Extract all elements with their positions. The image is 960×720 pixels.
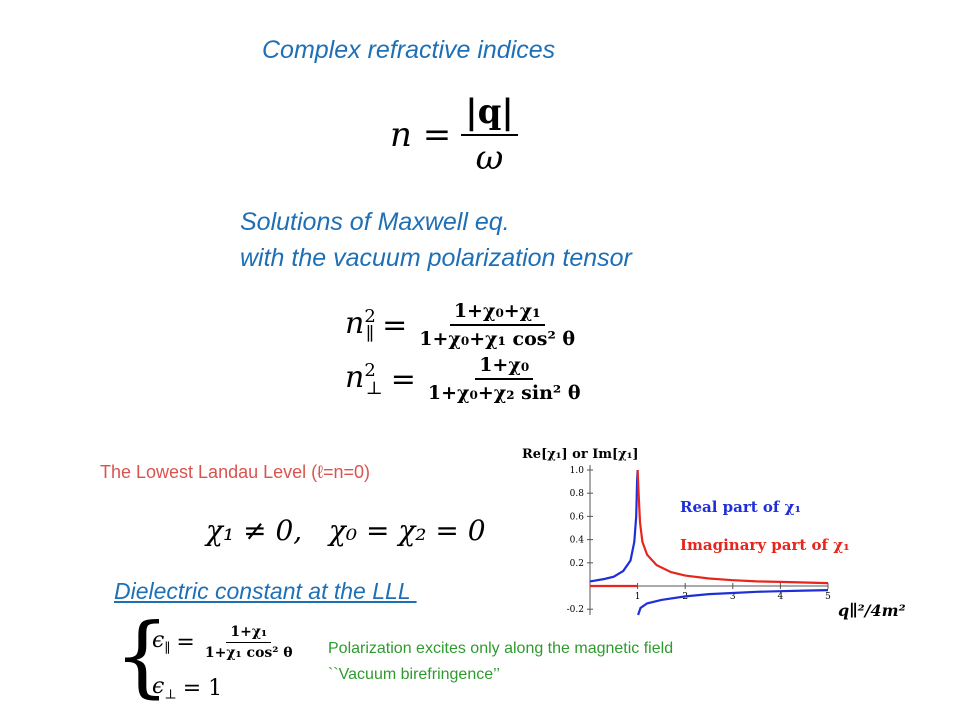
n-parallel-denominator: 1+χ₀+χ₁ cos² θ (419, 328, 576, 350)
y-tick-label: 0.6 (570, 512, 585, 522)
epsilon-parallel-eq-sign: = (176, 630, 195, 655)
x-tick-label: 1 (635, 592, 641, 602)
series-line-real (637, 589, 829, 616)
epsilon-parallel-numerator: 1+χ₁ (226, 624, 272, 643)
polarization-note-line-2: ``Vacuum birefringence’’ (328, 666, 500, 683)
n-parallel-lhs: n2∥ (345, 305, 376, 345)
left-brace: { (114, 604, 170, 707)
polarization-note-line-1: Polarization excites only along the magn… (328, 640, 674, 657)
epsilon-parallel-denominator: 1+χ₁ cos² θ (204, 645, 293, 661)
n-perp-lhs: n2⊥ (345, 359, 383, 399)
series-line-imaginary (636, 469, 829, 585)
eq-n-lhs: n = (390, 115, 452, 155)
y-tick-label: 0.4 (570, 536, 585, 546)
epsilon-parallel-lhs: ϵ∥ (152, 628, 171, 657)
n-perp-equation: n2⊥ = 1+χ₀ 1+χ₀+χ₂ sin² θ (345, 354, 585, 404)
legend-imaginary-label: Imaginary part of χ₁ (680, 536, 850, 554)
y-tick-label: -0.2 (567, 605, 584, 615)
y-tick-label: 0.2 (570, 559, 584, 569)
y-axis-label: Re[χ₁] or Im[χ₁] (522, 447, 639, 462)
epsilon-perp-equation: ϵ⊥ = 1 (152, 674, 222, 702)
n-perp-denominator: 1+χ₀+χ₂ sin² θ (427, 382, 581, 404)
chi-equation: χ₁ ≠ 0, χ₀ = χ₂ = 0 (206, 514, 486, 547)
x-tick-label: 5 (825, 592, 831, 602)
x-tick-label: 4 (778, 592, 784, 602)
lll-label: The Lowest Landau Level (ℓ=n=0) (100, 462, 370, 482)
n-parallel-fraction: 1+χ₀+χ₁ 1+χ₀+χ₁ cos² θ (415, 300, 579, 350)
legend-real-label: Real part of χ₁ (680, 498, 801, 516)
eq-n-numerator: |q| (461, 92, 518, 136)
n-parallel-equation: n2∥ = 1+χ₀+χ₁ 1+χ₀+χ₁ cos² θ (345, 300, 579, 350)
x-axis-label: q∥²/4m² (838, 601, 906, 620)
epsilon-perp-rhs: = 1 (182, 675, 223, 701)
maxwell-line-2: with the vacuum polarization tensor (240, 244, 632, 272)
refractive-index-equation: n = |q| ω (390, 92, 518, 178)
x-tick-label: 3 (730, 592, 736, 602)
epsilon-parallel-fraction: 1+χ₁ 1+χ₁ cos² θ (201, 624, 297, 661)
n-perp-numerator: 1+χ₀ (475, 354, 534, 380)
dielectric-heading: Dielectric constant at the LLL (114, 578, 417, 604)
eq-n-fraction: |q| ω (461, 92, 518, 178)
y-tick-label: 1.0 (570, 466, 585, 476)
epsilon-parallel-equation: ϵ∥ = 1+χ₁ 1+χ₁ cos² θ (152, 624, 297, 661)
y-tick-label: 0.8 (570, 489, 585, 499)
series-line-real (589, 469, 639, 583)
maxwell-line-1: Solutions of Maxwell eq. (240, 208, 510, 236)
page-title: Complex refractive indices (262, 36, 556, 64)
eq-n-denominator: ω (475, 138, 504, 178)
epsilon-perp-lhs: ϵ⊥ (152, 674, 177, 703)
n-perp-eq-sign: = (390, 361, 416, 397)
n-parallel-eq-sign: = (382, 307, 408, 343)
n-perp-fraction: 1+χ₀ 1+χ₀+χ₂ sin² θ (424, 354, 585, 404)
n-parallel-numerator: 1+χ₀+χ₁ (449, 300, 545, 326)
